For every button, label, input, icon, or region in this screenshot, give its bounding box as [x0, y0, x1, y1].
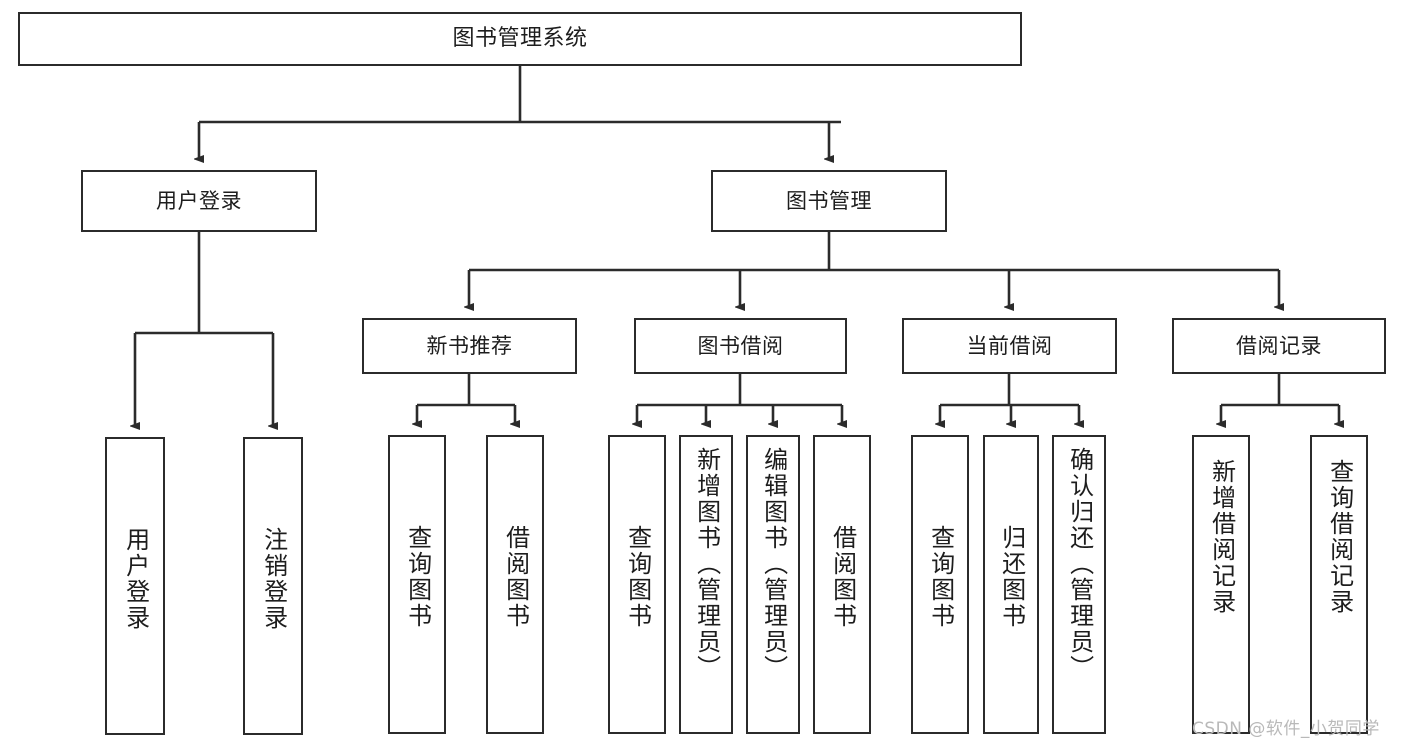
- node-new-book-recommend-label: 新书推荐: [426, 333, 513, 358]
- node-borrow-record-label: 借阅记录: [1236, 333, 1322, 358]
- node-book-management[interactable]: 图书管理: [711, 170, 947, 232]
- node-leaf-query-book-2-label: 查询图书: [623, 525, 652, 629]
- node-leaf-add-book-admin-label: 新增图书（管理员）: [692, 447, 721, 681]
- node-root[interactable]: 图书管理系统: [18, 12, 1022, 66]
- node-leaf-query-book-1-label: 查询图书: [403, 525, 432, 629]
- node-current-borrow-label: 当前借阅: [966, 333, 1053, 358]
- node-leaf-query-book-2[interactable]: 查询图书: [608, 435, 666, 734]
- node-leaf-query-borrow-record[interactable]: 查询借阅记录: [1310, 435, 1368, 734]
- node-leaf-confirm-return-admin-label: 确认归还（管理员）: [1065, 447, 1094, 681]
- node-leaf-query-book-3[interactable]: 查询图书: [911, 435, 969, 734]
- node-leaf-borrow-book-1[interactable]: 借阅图书: [486, 435, 544, 734]
- node-leaf-add-book-admin[interactable]: 新增图书（管理员）: [679, 435, 733, 734]
- node-user-login[interactable]: 用户登录: [81, 170, 317, 232]
- node-book-borrow[interactable]: 图书借阅: [634, 318, 847, 374]
- node-leaf-confirm-return-admin[interactable]: 确认归还（管理员）: [1052, 435, 1106, 734]
- node-book-borrow-label: 图书借阅: [697, 333, 784, 358]
- csdn-watermark: CSDN @软件_小贺同学: [1192, 719, 1380, 739]
- node-leaf-query-book-3-label: 查询图书: [926, 525, 955, 629]
- node-new-book-recommend[interactable]: 新书推荐: [362, 318, 577, 374]
- node-user-login-label: 用户登录: [156, 188, 242, 213]
- node-leaf-logout-login[interactable]: 注销登录: [243, 437, 303, 735]
- node-leaf-return-book-label: 归还图书: [997, 525, 1026, 629]
- node-leaf-user-login-label: 用户登录: [121, 527, 150, 631]
- node-leaf-query-book-1[interactable]: 查询图书: [388, 435, 446, 734]
- node-leaf-edit-book-admin[interactable]: 编辑图书（管理员）: [746, 435, 800, 734]
- node-leaf-borrow-book-1-label: 借阅图书: [501, 525, 530, 629]
- node-leaf-add-borrow-record-label: 新增借阅记录: [1207, 459, 1236, 615]
- node-leaf-query-borrow-record-label: 查询借阅记录: [1325, 459, 1354, 615]
- node-leaf-logout-login-label: 注销登录: [259, 527, 288, 631]
- node-root-label: 图书管理系统: [452, 25, 588, 51]
- node-leaf-user-login[interactable]: 用户登录: [105, 437, 165, 735]
- node-leaf-borrow-book-2[interactable]: 借阅图书: [813, 435, 871, 734]
- node-leaf-return-book[interactable]: 归还图书: [983, 435, 1039, 734]
- node-borrow-record[interactable]: 借阅记录: [1172, 318, 1386, 374]
- node-current-borrow[interactable]: 当前借阅: [902, 318, 1117, 374]
- node-leaf-borrow-book-2-label: 借阅图书: [828, 525, 857, 629]
- node-leaf-edit-book-admin-label: 编辑图书（管理员）: [759, 447, 788, 681]
- node-book-management-label: 图书管理: [786, 188, 872, 213]
- node-leaf-add-borrow-record[interactable]: 新增借阅记录: [1192, 435, 1250, 734]
